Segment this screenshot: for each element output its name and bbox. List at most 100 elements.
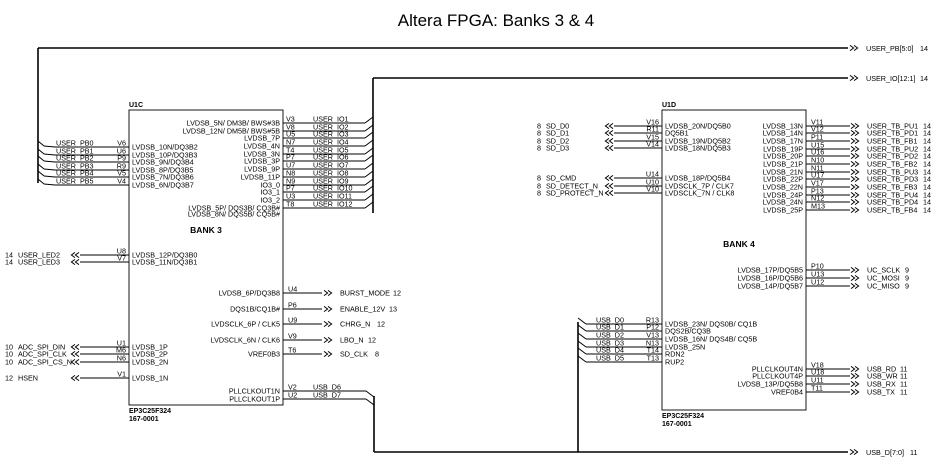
offpage-connector-icon — [850, 191, 860, 199]
chevron-icon — [74, 251, 80, 259]
pin-number: P13 — [811, 187, 824, 196]
pin-signal: LVDSB_9N/DQ3B4 — [132, 158, 194, 167]
offpage-connector-icon — [850, 183, 860, 191]
net-label: USB_RX — [867, 380, 896, 389]
pin-signal: RDN2 — [665, 350, 685, 359]
pin-number: P6 — [288, 301, 297, 310]
offpage-connector-icon — [850, 160, 860, 168]
pin-signal: LVDSB_5N/ DM3B/ BWS#3B — [187, 119, 281, 128]
offpage-connector-icon — [850, 274, 860, 282]
parts-layer — [128, 109, 807, 411]
bus-user-io-page: 14 — [920, 74, 928, 83]
offpage-connector-icon — [70, 343, 80, 351]
page-ref: 8 — [537, 137, 541, 146]
bus-entry — [37, 155, 45, 162]
pin-number: V8 — [286, 123, 295, 132]
chevron-icon — [854, 152, 860, 160]
pin-number: U16 — [811, 148, 824, 157]
pin-signal: PLLCLKOUT4N — [752, 365, 803, 374]
chevron-icon — [604, 144, 610, 152]
net-label: USER_IO9 — [313, 177, 349, 186]
page-ref: 8 — [537, 144, 541, 153]
page-ref: 8 — [375, 350, 379, 359]
bus-user-io-connector-icon — [849, 74, 859, 82]
net-label: USB_TX — [867, 388, 895, 397]
offpage-connector-icon — [323, 305, 333, 313]
pin-number: U15 — [811, 141, 824, 150]
pin-signal: LVDSCLK_6P / CLK5 — [211, 320, 280, 329]
pin-signal: LVDSB_12N/ DM5B/ BWS#5B — [183, 127, 281, 136]
net-label: SD_D3 — [546, 144, 569, 153]
net-label: USER_TB_PU3 — [867, 168, 918, 177]
net-label: USER_IO11 — [313, 192, 352, 201]
pin-signal: LVDSCLK_6N / CLK6 — [211, 336, 280, 345]
page-ref: 14 — [923, 129, 931, 138]
chevron-icon — [327, 320, 333, 328]
chevron-icon — [70, 251, 76, 259]
offpage-connector-icon — [850, 198, 860, 206]
offpage-connector-icon — [70, 258, 80, 266]
offpage-connector-icon — [850, 145, 860, 153]
chevron-icon — [74, 358, 80, 366]
pin-number: P9 — [117, 154, 126, 163]
pin-signal: LVDSB_13P/DQ5B8 — [738, 380, 803, 389]
net-label: USER_PB1 — [56, 147, 94, 156]
pin-number: P7 — [286, 184, 295, 193]
pin-number: P12 — [646, 323, 659, 332]
offpage-connector-icon — [604, 129, 614, 137]
pin-signal: LVDSB_24P — [763, 191, 803, 200]
chevron-icon — [854, 137, 860, 145]
pin-signal: IO3_0 — [260, 181, 280, 190]
bus-entry — [43, 153, 56, 156]
net-label: USER_TB_FB1 — [867, 137, 917, 146]
bus-usb-d-connector-icon — [849, 448, 859, 456]
chevron-icon — [853, 44, 859, 52]
pin-number: R13 — [646, 316, 659, 325]
pin-signal: DQ5B1 — [665, 129, 689, 138]
pin-number: T8 — [286, 200, 294, 209]
bus-entry — [364, 139, 374, 147]
labels-layer: USER_PB[5:0]14USER_IO[12:1]14USB_D[7:0]1… — [5, 44, 931, 457]
chevron-icon — [854, 122, 860, 130]
bus-entry — [37, 140, 45, 147]
net-label: SD_D2 — [546, 137, 569, 146]
net-label: USER_IO4 — [313, 138, 349, 147]
net-label: USB_D3 — [596, 339, 624, 348]
chevron-icon — [74, 350, 80, 358]
chevron-icon — [70, 258, 76, 266]
chevron-icon — [70, 350, 76, 358]
pin-number: P11 — [811, 133, 823, 142]
net-label: ADC_SPI_DIN — [18, 343, 65, 352]
bus-user-io-name: USER_IO[12:1] — [866, 74, 916, 83]
net-label: HSEN — [18, 374, 38, 383]
pin-signal: LVDSB_19N/DQ5B2 — [665, 137, 731, 146]
net-label: SD_D1 — [546, 129, 569, 138]
offpage-connector-icon — [604, 174, 614, 182]
pin-signal: LVDSB_2N — [132, 358, 168, 367]
chevron-icon — [70, 358, 76, 366]
chevron-icon — [850, 365, 856, 373]
pin-number: V13 — [646, 331, 659, 340]
page-ref: 9 — [905, 274, 909, 283]
offpage-connector-icon — [850, 372, 860, 380]
pin-signal: LVDSB_6N/DQ3B7 — [132, 181, 194, 190]
chevron-icon — [850, 168, 856, 176]
page-ref: 8 — [537, 174, 541, 183]
chevron-icon — [74, 374, 80, 382]
chevron-icon — [850, 137, 856, 145]
chevron-icon — [854, 175, 860, 183]
net-label: USER_IO3 — [313, 130, 349, 139]
pin-number: N10 — [811, 156, 824, 165]
bus-user-pb-page: 14 — [920, 44, 928, 53]
pin-signal: LVDSB_8P/DQ3B5 — [132, 166, 193, 175]
pin-signal: LVDSB_24N — [763, 198, 803, 207]
pin-signal: LVDSB_1N — [132, 374, 168, 383]
pin-number: V11 — [811, 118, 823, 127]
pin-number: P7 — [286, 153, 295, 162]
pin-number: U13 — [811, 270, 824, 279]
bus-entry — [577, 340, 587, 348]
net-label: USER_TB_PD3 — [867, 175, 918, 184]
chevron-icon — [323, 289, 329, 297]
chevron-icon — [608, 182, 614, 190]
pin-signal: LVDSB_10N/DQ3B2 — [132, 143, 198, 152]
